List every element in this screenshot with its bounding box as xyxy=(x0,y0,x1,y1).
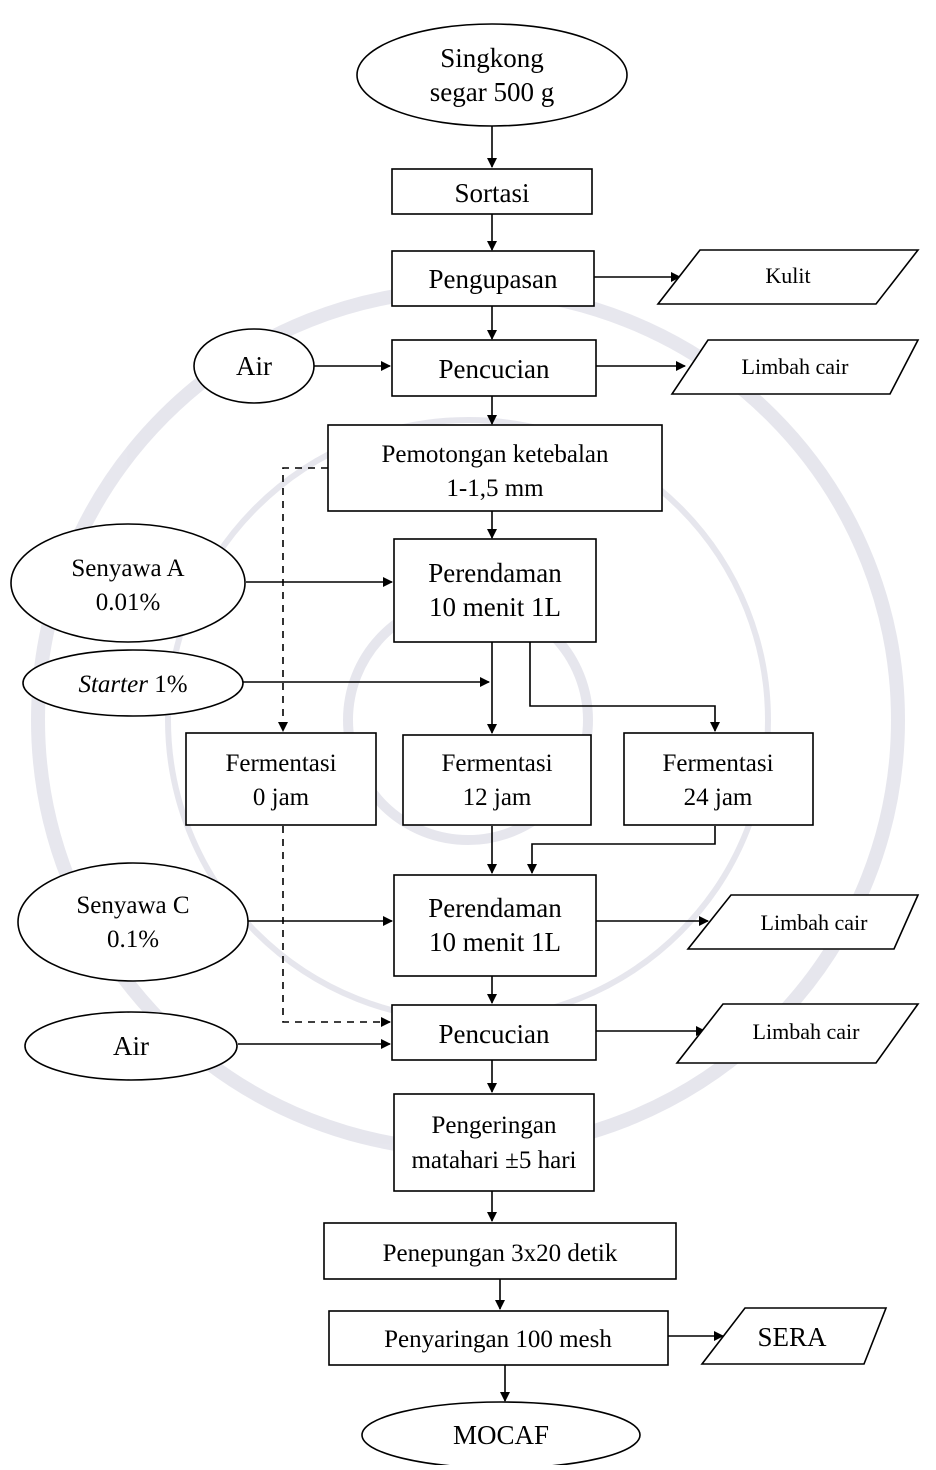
node-perendaman-1-line1: Perendaman xyxy=(428,558,562,588)
node-air-2-label: Air xyxy=(113,1031,149,1061)
node-starter-italic: Starter xyxy=(78,671,148,698)
node-fermentasi-0-line1: Fermentasi xyxy=(225,750,336,777)
node-mocaf: MOCAF xyxy=(361,1401,641,1469)
node-fermentasi-0: Fermentasi 0 jam xyxy=(185,732,377,826)
node-senyawa-c: Senyawa C 0.1% xyxy=(17,862,249,982)
node-pengupasan-label: Pengupasan xyxy=(429,264,558,294)
node-penepungan: Penepungan 3x20 detik xyxy=(323,1222,677,1280)
node-starter-label: Starter 1% xyxy=(78,671,187,698)
node-pemotongan-line1: Pemotongan ketebalan xyxy=(381,441,609,468)
node-perendaman-2-line2: 10 menit 1L xyxy=(429,927,561,957)
flow-nodes: Singkong segar 500 g Sortasi Pengupasan … xyxy=(10,23,920,1469)
node-pencucian-1: Pencucian xyxy=(391,339,597,397)
edge-fermentasi24-perendaman2 xyxy=(527,826,716,874)
node-fermentasi-12-line1: Fermentasi xyxy=(441,750,552,777)
node-kulit-label: Kulit xyxy=(765,263,810,288)
node-limbah-cair-1: Limbah cair xyxy=(670,339,920,395)
node-perendaman-2-line1: Perendaman xyxy=(428,893,562,923)
node-limbah-cair-3-label: Limbah cair xyxy=(753,1019,861,1044)
edge-perendaman-fermentasi24 xyxy=(529,642,720,732)
node-kulit: Kulit xyxy=(656,249,920,305)
edge-fermentasi0-pencucian2-dashed xyxy=(282,826,391,1027)
node-senyawa-a-line2: 0.01% xyxy=(96,589,161,616)
node-sortasi: Sortasi xyxy=(391,168,593,215)
node-perendaman-1-line2: 10 menit 1L xyxy=(429,592,561,622)
node-perendaman-2: Perendaman 10 menit 1L xyxy=(393,874,597,977)
node-senyawa-a: Senyawa A 0.01% xyxy=(10,523,246,643)
node-pengupasan: Pengupasan xyxy=(391,250,595,307)
node-air-1: Air xyxy=(193,328,315,404)
node-sortasi-label: Sortasi xyxy=(454,178,529,208)
node-senyawa-c-line2: 0.1% xyxy=(107,926,159,953)
node-limbah-cair-3: Limbah cair xyxy=(675,1003,920,1064)
node-pengeringan-line1: Pengeringan xyxy=(432,1112,557,1139)
node-fermentasi-12-line2: 12 jam xyxy=(463,784,532,811)
node-limbah-cair-2: Limbah cair xyxy=(686,894,920,950)
node-penyaringan-label: Penyaringan 100 mesh xyxy=(384,1326,612,1353)
node-singkong-line2: segar 500 g xyxy=(430,77,554,107)
node-sera-label: SERA xyxy=(757,1322,827,1352)
node-pencucian-2-label: Pencucian xyxy=(439,1019,550,1049)
node-limbah-cair-2-label: Limbah cair xyxy=(761,910,869,935)
node-starter-percent: 1% xyxy=(148,671,188,698)
node-starter: Starter 1% xyxy=(22,649,244,717)
node-singkong: Singkong segar 500 g xyxy=(356,23,628,127)
node-pencucian-1-label: Pencucian xyxy=(439,354,550,384)
node-pencucian-2: Pencucian xyxy=(391,1004,597,1061)
node-fermentasi-24-line2: 24 jam xyxy=(684,784,753,811)
node-senyawa-a-line1: Senyawa A xyxy=(71,555,184,582)
node-sera: SERA xyxy=(700,1307,888,1365)
node-pengeringan: Pengeringan matahari ±5 hari xyxy=(393,1093,595,1192)
node-singkong-line1: Singkong xyxy=(440,43,544,73)
node-air-1-label: Air xyxy=(236,351,272,381)
node-pemotongan: Pemotongan ketebalan 1-1,5 mm xyxy=(327,424,663,512)
node-perendaman-1: Perendaman 10 menit 1L xyxy=(393,538,597,643)
node-mocaf-label: MOCAF xyxy=(453,1420,549,1450)
node-fermentasi-0-line2: 0 jam xyxy=(253,784,310,811)
node-limbah-cair-1-label: Limbah cair xyxy=(742,354,850,379)
node-penepungan-label: Penepungan 3x20 detik xyxy=(383,1240,618,1267)
node-fermentasi-24: Fermentasi 24 jam xyxy=(623,732,814,826)
node-pengeringan-line2: matahari ±5 hari xyxy=(411,1147,576,1174)
node-penyaringan: Penyaringan 100 mesh xyxy=(328,1310,669,1366)
edge-pemotongan-fermentasi0-dashed xyxy=(278,467,328,732)
node-pemotongan-line2: 1-1,5 mm xyxy=(446,475,544,502)
node-air-2: Air xyxy=(24,1011,238,1081)
node-fermentasi-24-line1: Fermentasi xyxy=(662,750,773,777)
node-senyawa-c-line1: Senyawa C xyxy=(76,892,189,919)
node-fermentasi-12: Fermentasi 12 jam xyxy=(402,734,592,826)
flow-edges xyxy=(238,126,724,1402)
